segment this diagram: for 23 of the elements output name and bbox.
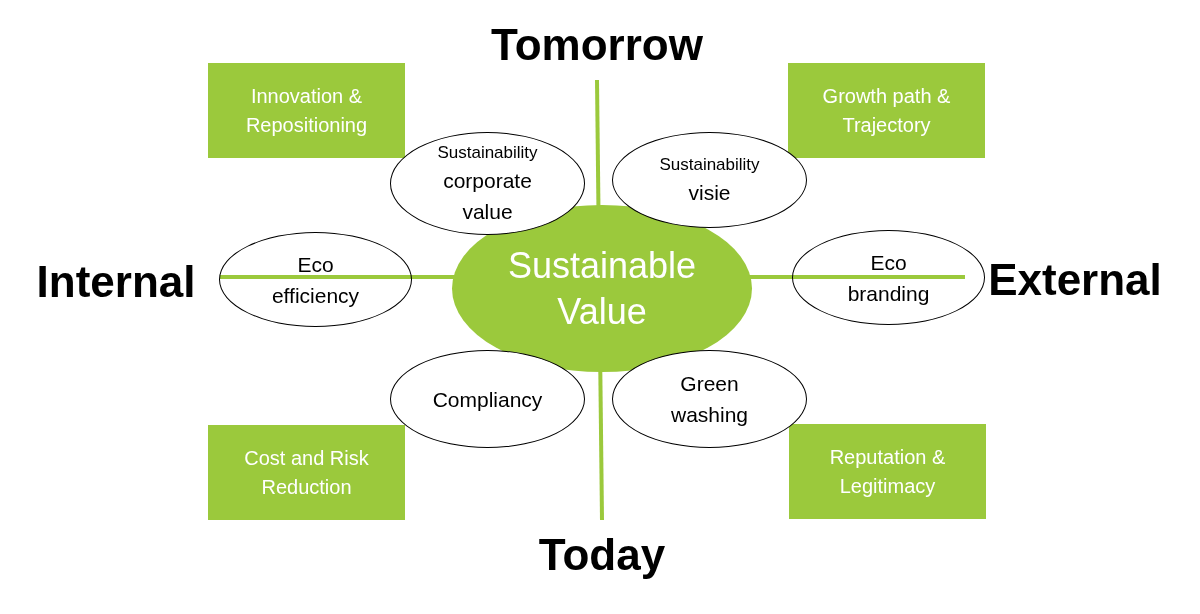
category-box: [208, 63, 405, 158]
node-text: Innovation & Repositioning: [244, 83, 369, 138]
node-text: Reputation & Legitimacy: [828, 444, 947, 499]
category-box: [788, 63, 985, 158]
node-text: Sustainability: [659, 153, 760, 176]
node-text: Cost and Risk Reduction: [243, 445, 370, 500]
axis-label: Tomorrow: [491, 20, 703, 70]
node-text: visie: [688, 179, 731, 206]
category-box: [789, 424, 986, 519]
topic-ellipse: [219, 232, 412, 327]
node-text: corporate value: [442, 167, 533, 225]
node-text: Eco branding: [846, 249, 931, 307]
node-text: Eco efficiency: [270, 251, 361, 309]
axis-label: External: [988, 255, 1162, 305]
axis-label: Internal: [36, 257, 196, 307]
category-box: [208, 425, 405, 520]
node-text: Compliancy: [432, 386, 543, 413]
axis-label: Today: [538, 530, 666, 580]
node-text: Growth path & Trajectory: [821, 83, 952, 138]
node-text: Sustainability: [437, 141, 538, 164]
node-text: Green washing: [669, 371, 750, 428]
topic-ellipse: [792, 230, 985, 325]
node-text: Sustainable Value: [506, 243, 698, 334]
